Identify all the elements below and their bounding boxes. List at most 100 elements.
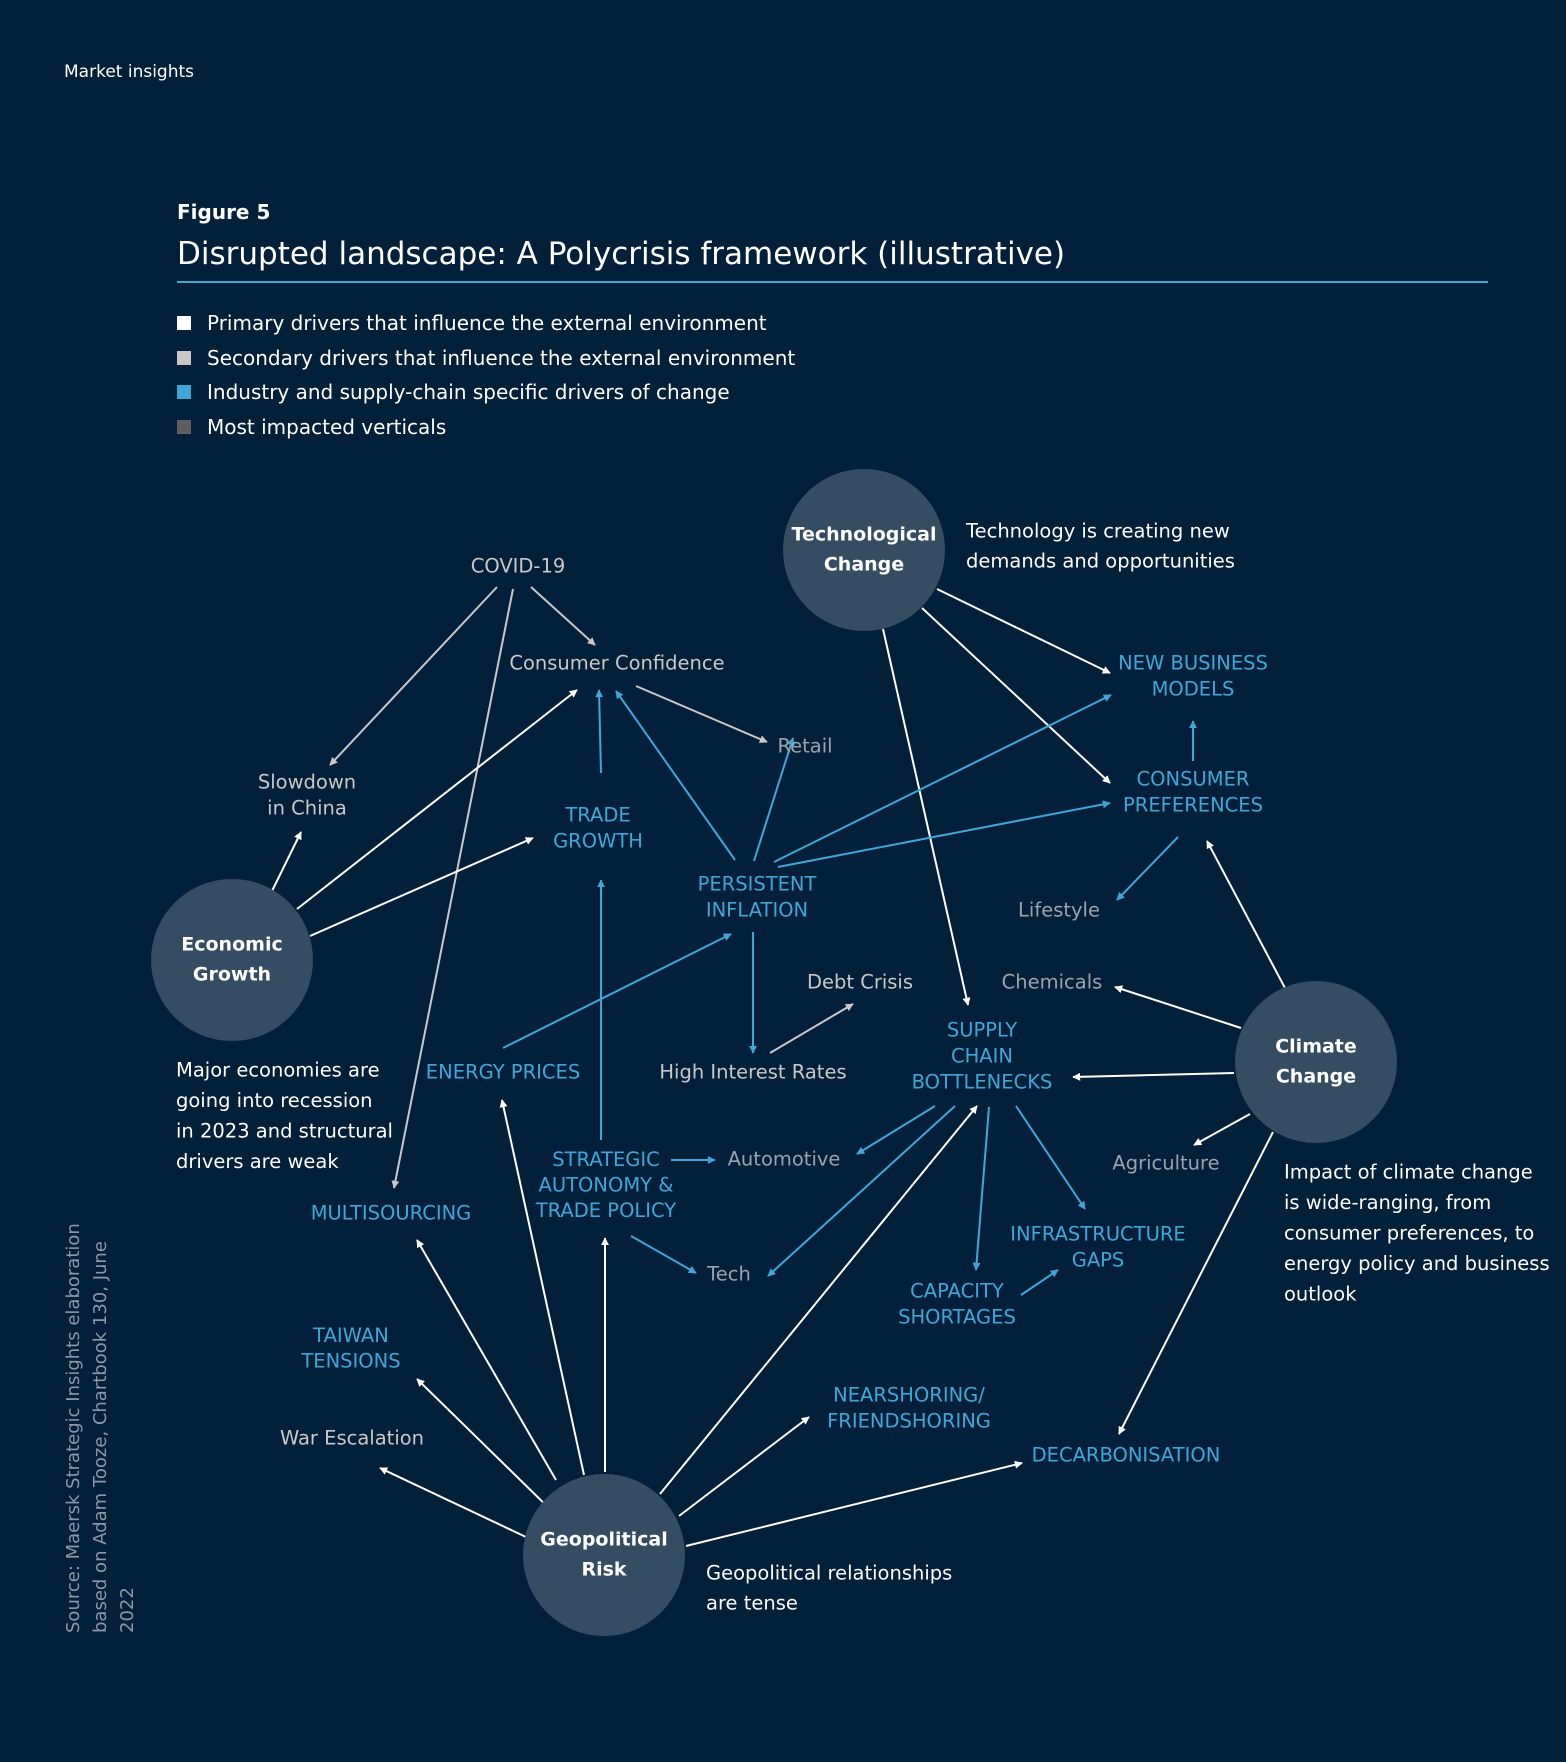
node-supply: SUPPLY [947,1019,1017,1042]
source-note: Source: Maersk Strategic Insights elabor… [60,1203,141,1633]
node-infra: GAPS [1072,1249,1125,1272]
node-taiwan: TAIWAN [312,1324,389,1347]
section-header: Market insights [64,62,195,82]
arrow-confidence-to-retail [635,685,768,743]
node-inflation: PERSISTENT [698,873,817,896]
legend-label: Secondary drivers that influence the ext… [207,345,796,370]
arrow-covid-to-multisourcing [391,588,514,1189]
tech-driver-circle [783,469,945,631]
node-trade: TRADE [564,804,630,827]
arrow-climate-to-decarb [1118,1131,1274,1435]
legend-label: Most impacted verticals [207,414,447,439]
tech-driver-name: Change [824,554,904,576]
arrow-tech-to-newbiz [936,588,1111,674]
node-supply: BOTTLENECKS [912,1071,1053,1094]
figure-number: Figure 5 [177,200,271,224]
tech-driver-name: Technological [792,524,937,546]
climate-driver-note: energy policy and business [1284,1252,1550,1275]
node-energy: ENERGY PRICES [426,1061,580,1084]
econ-driver-note: drivers are weak [176,1150,339,1173]
node-chemicals: Chemicals [1002,971,1103,994]
legend-item-primary: Primary drivers that influence the exter… [177,306,795,341]
node-lifestyle: Lifestyle [1018,899,1100,922]
legend: Primary drivers that influence the exter… [177,306,795,444]
node-debt: Debt Crisis [807,971,913,994]
tech-driver-note: Technology is creating new [965,520,1230,543]
geo-driver-name: Geopolitical [540,1529,667,1551]
arrow-trade-to-confidence [595,689,604,774]
arrow-covid-to-confidence [530,586,596,646]
node-confidence: Consumer Confidence [509,652,724,675]
arrow-geo-to-decarb [685,1460,1023,1547]
node-strategic: TRADE POLICY [535,1199,677,1222]
node-multi: MULTISOURCING [311,1202,472,1225]
arrow-econ-to-trade [309,837,534,937]
climate-driver-circle [1235,981,1397,1143]
arrow-supply-to-tech [767,1105,956,1277]
arrow-inflation-to-newbiz [773,694,1112,863]
legend-label: Industry and supply-chain specific drive… [207,380,730,405]
node-capacity: SHORTAGES [898,1306,1016,1329]
node-agriculture: Agriculture [1112,1152,1219,1175]
node-retail: Retail [777,735,832,758]
node-covid: COVID-19 [471,555,566,578]
legend-swatch [177,316,191,331]
node-near: NEARSHORING/ [833,1384,985,1407]
legend-swatch [177,385,191,400]
source-line: Source: Maersk Strategic Insights elabor… [63,1223,84,1633]
climate-driver-note: outlook [1284,1283,1357,1306]
climate-driver-note: Impact of climate change [1284,1161,1533,1184]
legend-swatch [177,350,191,365]
node-newbiz: NEW BUSINESS [1118,652,1268,675]
econ-driver-name: Growth [193,964,271,986]
node-tech-v: Tech [706,1263,751,1286]
econ-driver-circle [151,879,313,1041]
arrow-capacity-to-infra [1020,1269,1059,1296]
node-trade: GROWTH [553,830,643,853]
figure-title: Disrupted landscape: A Polycrisis framew… [177,236,1066,272]
legend-item-industry: Industry and supply-chain specific drive… [177,375,795,410]
geo-driver-note: are tense [706,1592,798,1615]
econ-driver-name: Economic [181,934,282,956]
arrow-econ-to-china [271,831,302,892]
tech-driver-note: demands and opportunities [966,550,1235,573]
arrow-inflation-to-confidence [615,690,736,861]
arrow-geo-to-taiwan [416,1378,557,1516]
arrow-climate-to-supply [1072,1072,1235,1081]
climate-driver-note: consumer preferences, to [1284,1222,1534,1245]
geo-driver-name: Risk [581,1559,626,1581]
legend-label: Primary drivers that influence the exter… [207,311,767,336]
node-china: Slowdown [258,771,356,794]
node-infra: INFRASTRUCTURE [1010,1223,1185,1246]
climate-driver-note: is wide-ranging, from [1284,1191,1491,1214]
node-inflation: INFLATION [706,899,808,922]
arrow-inflation-to-consumer [777,800,1111,868]
arrow-geo-to-supply [659,1105,978,1495]
arrow-climate-to-agriculture [1193,1113,1251,1146]
node-war: War Escalation [280,1427,424,1450]
arrow-rates-to-debt [769,1003,854,1054]
arrow-econ-to-confidence [296,689,578,910]
econ-driver-note: in 2023 and structural [176,1120,393,1143]
node-supply: CHAIN [951,1045,1013,1068]
geo-driver-note: Geopolitical relationships [706,1562,952,1585]
arrow-climate-to-chemicals [1114,985,1242,1029]
arrow-tech-to-consumer [921,607,1111,784]
arrow-geo-to-war [379,1467,527,1538]
climate-driver-name: Change [1276,1066,1356,1088]
source-line: based on Adam Tooze, Chartbook 130, June… [90,1241,138,1633]
arrow-supply-to-infra [1015,1105,1086,1210]
arrow-tech-to-supply [882,628,971,1006]
econ-driver-note: Major economies are [176,1059,380,1082]
arrow-geo-to-energy [499,1099,585,1476]
node-china: in China [267,797,347,820]
arrow-supply-to-capacity [972,1106,990,1271]
arrow-strategic-to-tech [630,1235,697,1274]
arrow-geo-to-multisourcing [416,1239,557,1481]
node-consumer: PREFERENCES [1123,794,1263,817]
node-strategic: AUTONOMY & [539,1174,674,1197]
node-decarb: DECARBONISATION [1032,1444,1221,1467]
node-rates: High Interest Rates [659,1061,846,1084]
arrow-geo-to-nearshoring [678,1416,810,1517]
node-consumer: CONSUMER [1137,768,1250,791]
